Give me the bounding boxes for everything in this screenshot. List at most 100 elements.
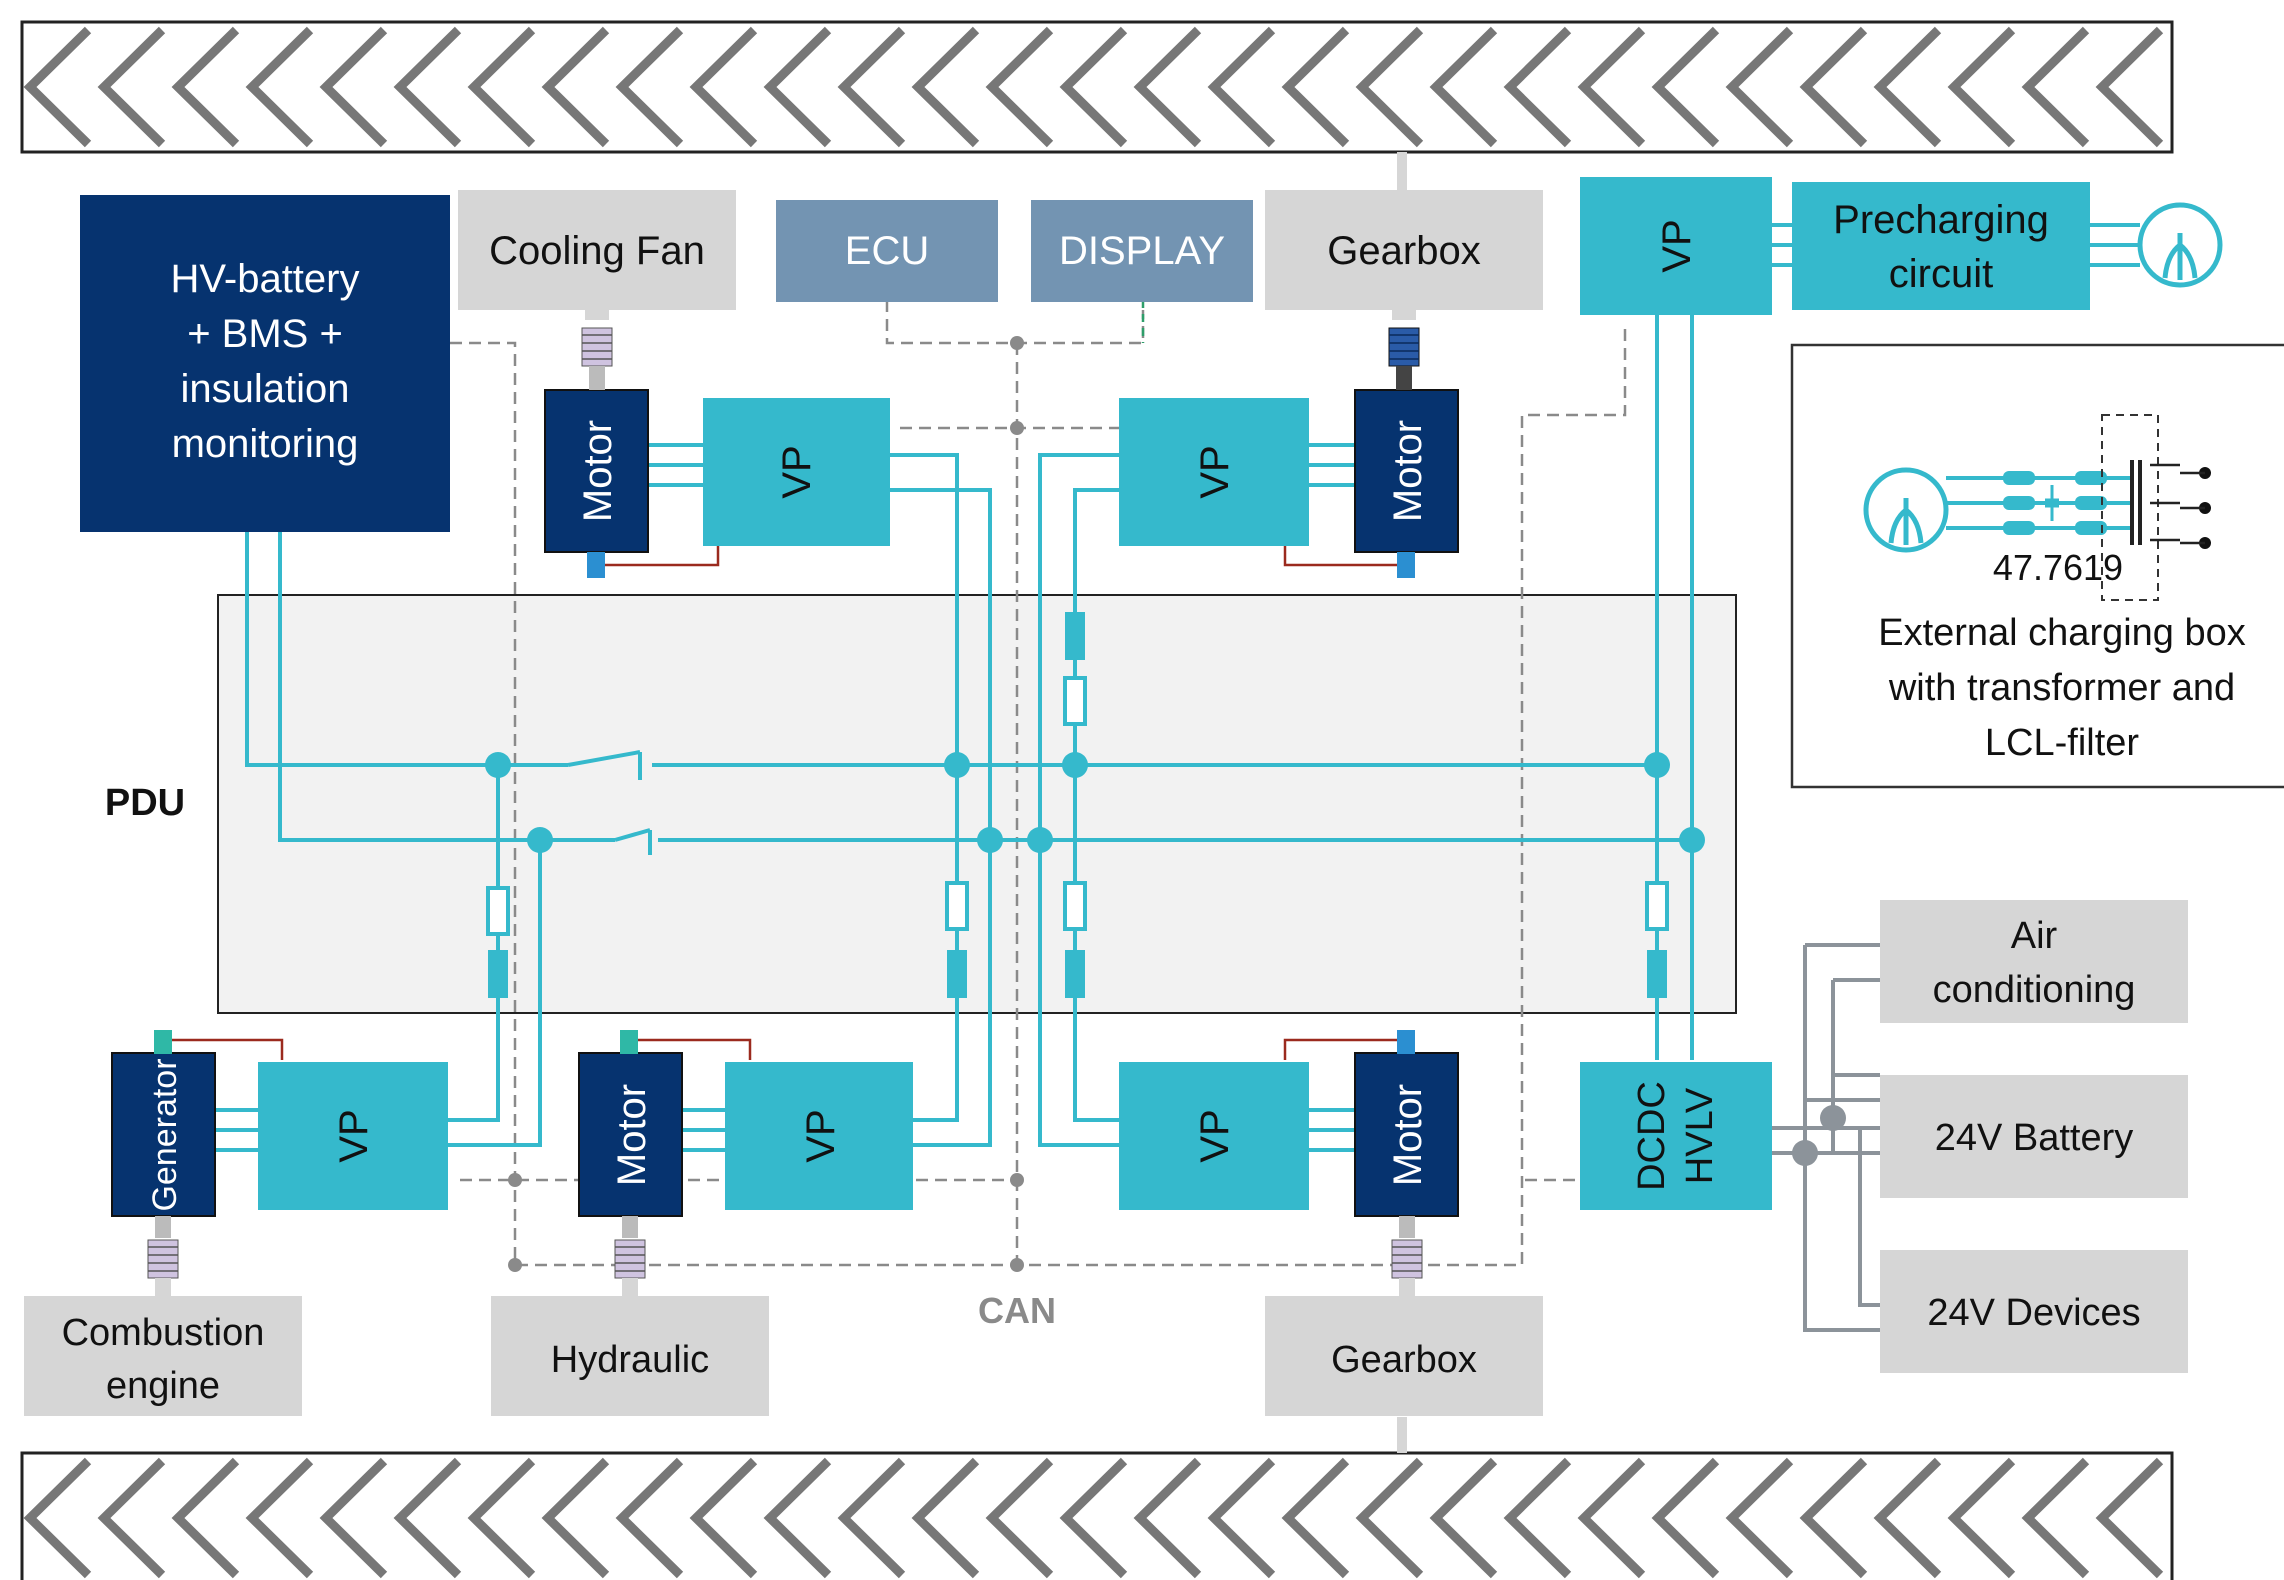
svg-text:with transformer and: with transformer and (1888, 667, 2235, 709)
svg-text:Generator: Generator (146, 1058, 184, 1211)
chevron-mark (1133, 26, 1202, 148)
contactor-icon (488, 612, 1667, 998)
chevron-mark (1503, 26, 1572, 148)
svg-text:VP: VP (332, 1109, 376, 1162)
chevron-mark (2095, 26, 2164, 148)
svg-text:LCL-filter: LCL-filter (1985, 722, 2139, 764)
coupling-icon (581, 310, 1420, 578)
chevron-pattern-top (23, 26, 2164, 148)
chevron-mark (911, 26, 980, 148)
chevron-mark (1799, 1457, 1868, 1579)
chevron-mark (2095, 1457, 2164, 1579)
precharging-circuit-block: Precharging circuit (1792, 182, 2090, 310)
chevron-mark (1725, 1457, 1794, 1579)
chevron-mark (1577, 1457, 1646, 1579)
precharge-vp-block: VP (1580, 177, 1772, 315)
svg-text:Hydraulic: Hydraulic (551, 1339, 709, 1381)
charging-box-value: 47.7619 (1993, 547, 2123, 588)
svg-text:Gearbox: Gearbox (1331, 1339, 1477, 1381)
chevron-mark (97, 1457, 166, 1579)
chevron-mark (985, 1457, 1054, 1579)
chevron-mark (689, 26, 758, 148)
chevron-mark (1947, 26, 2016, 148)
chevron-mark (1281, 26, 1350, 148)
chevron-mark (1947, 1457, 2016, 1579)
svg-text:VP: VP (775, 445, 819, 498)
chevron-mark (1799, 26, 1868, 148)
chevron-mark (837, 26, 906, 148)
svg-text:External charging box: External charging box (1878, 612, 2246, 654)
svg-text:Precharging: Precharging (1833, 198, 2049, 242)
chevron-mark (763, 1457, 832, 1579)
chevron-mark (467, 1457, 536, 1579)
bus-nodes (485, 752, 1705, 853)
chevron-mark (1355, 26, 1424, 148)
svg-text:24V Devices: 24V Devices (1927, 1292, 2140, 1334)
chevron-pattern-bottom (23, 1457, 2164, 1579)
ecu-block: ECU (776, 200, 998, 302)
fuse-icon (486, 676, 1669, 936)
chevron-band-bottom (20, 1451, 2174, 1580)
svg-text:insulation: insulation (180, 367, 349, 411)
motor-bottom-mid: Motor (578, 1052, 683, 1217)
chevron-mark (1281, 1457, 1350, 1579)
svg-text:Motor: Motor (1386, 420, 1430, 522)
grid-plug-icon (2137, 202, 2223, 288)
chevron-mark (245, 26, 314, 148)
can-label: CAN (978, 1290, 1056, 1331)
pdu-label: PDU (105, 782, 185, 824)
chevron-mark (23, 26, 92, 148)
chevron-mark (2021, 26, 2090, 148)
chevron-mark (911, 1457, 980, 1579)
chevron-mark (23, 1457, 92, 1579)
chevron-mark (1059, 1457, 1128, 1579)
vp-bottom-left: VP (258, 1062, 448, 1210)
chevron-mark (171, 26, 240, 148)
chevron-mark (985, 26, 1054, 148)
svg-text:Gearbox: Gearbox (1327, 229, 1480, 273)
chevron-mark (1355, 1457, 1424, 1579)
svg-text:DCDC: DCDC (1631, 1081, 1673, 1191)
chevron-mark (1133, 1457, 1202, 1579)
motor-top-left: Motor (544, 389, 649, 553)
motor-top-right: Motor (1354, 389, 1459, 553)
battery-24v-block: 24V Battery (1880, 1075, 2188, 1198)
chevron-mark (171, 1457, 240, 1579)
svg-text:VP: VP (1193, 445, 1237, 498)
svg-text:monitoring: monitoring (172, 422, 359, 466)
svg-text:Motor: Motor (576, 420, 620, 522)
generator-block: Generator (111, 1052, 216, 1217)
chevron-mark (541, 1457, 610, 1579)
chevron-mark (1725, 26, 1794, 148)
ground-links (164, 545, 1405, 1060)
svg-text:Motor: Motor (1386, 1084, 1430, 1186)
svg-text:HVLV: HVLV (1679, 1087, 1721, 1184)
combustion-engine-block: Combustion engine (24, 1296, 302, 1416)
vp-top-left: VP (703, 398, 890, 546)
chevron-mark (393, 26, 462, 148)
svg-text:Combustion: Combustion (62, 1312, 265, 1354)
svg-text:VP: VP (1655, 219, 1699, 272)
svg-text:ECU: ECU (845, 229, 929, 273)
chevron-mark (97, 26, 166, 148)
chevron-mark (1059, 26, 1128, 148)
svg-text:24V Battery: 24V Battery (1935, 1117, 2134, 1159)
chevron-band-top (20, 20, 2174, 154)
air-conditioning-block: Air conditioning (1880, 900, 2188, 1023)
chevron-mark (1429, 26, 1498, 148)
svg-text:Air: Air (2011, 915, 2058, 957)
external-charging-box: 47.7619 External charging box with trans… (1790, 343, 2284, 789)
gearbox-top-block: Gearbox (1265, 190, 1543, 310)
chevron-mark (1207, 26, 1276, 148)
vp-bottom-right: VP (1119, 1062, 1309, 1210)
svg-text:conditioning: conditioning (1933, 969, 2136, 1011)
chevron-mark (1651, 1457, 1720, 1579)
svg-text:+ BMS +: + BMS + (187, 312, 343, 356)
chevron-mark (689, 1457, 758, 1579)
svg-text:VP: VP (799, 1109, 843, 1162)
hydraulic-block: Hydraulic (491, 1296, 769, 1416)
chevron-mark (1207, 1457, 1276, 1579)
chevron-mark (393, 1457, 462, 1579)
gearbox-bottom-block: Gearbox (1265, 1296, 1543, 1416)
